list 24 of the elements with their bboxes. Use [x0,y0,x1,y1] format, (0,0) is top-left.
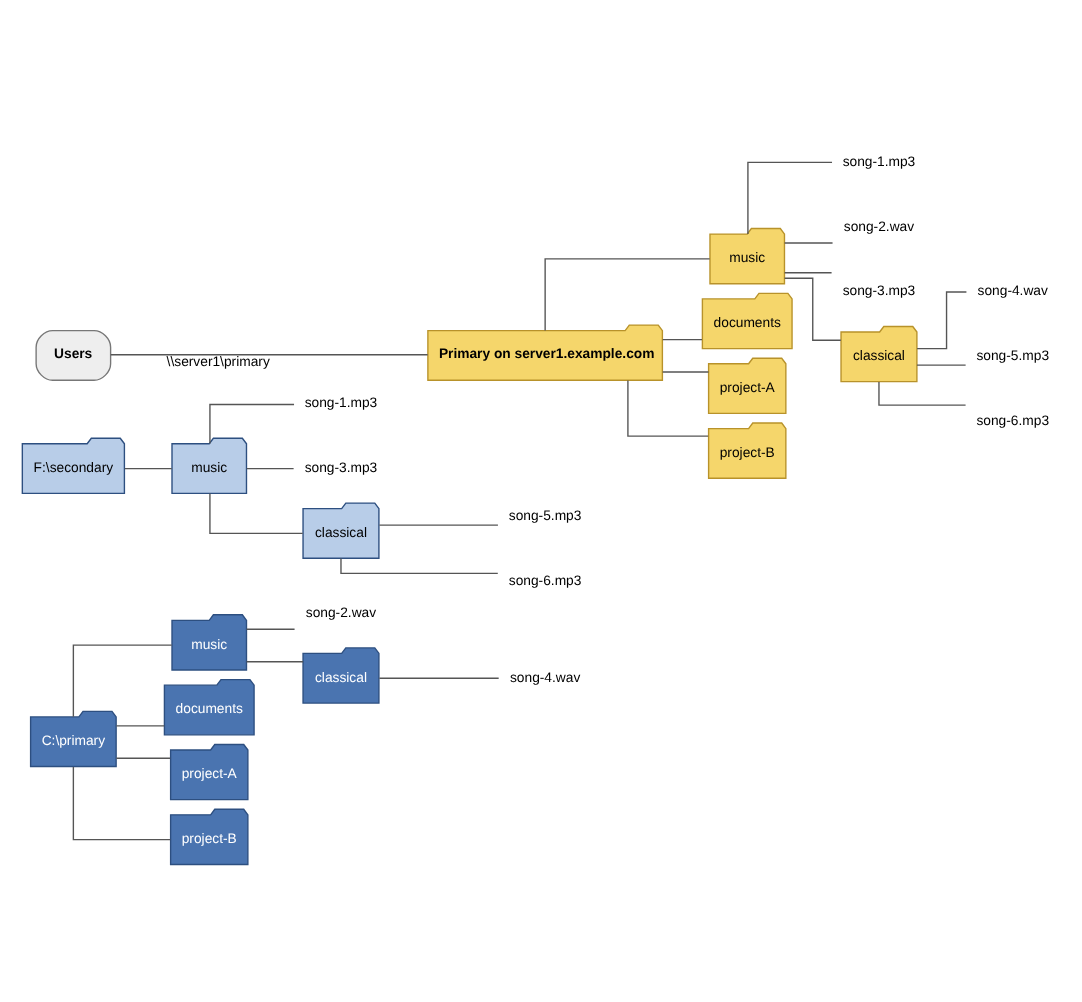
connector [209,403,295,445]
connector [544,258,711,332]
connector [662,338,703,341]
connector [110,354,429,356]
connector [115,725,165,727]
connector [627,379,709,437]
connector [916,364,967,366]
connector [72,766,171,841]
connector [72,644,173,718]
connector [783,272,833,274]
connector [340,557,499,575]
connector [747,161,833,235]
connector [783,242,834,244]
connector [378,524,499,526]
connector [378,677,500,679]
connector [124,467,173,470]
connector [245,467,295,470]
connector [878,381,967,406]
connector [662,371,710,373]
connector [209,492,304,535]
connector [115,757,171,759]
connector [783,277,842,341]
connector [245,661,304,663]
connector [245,628,296,630]
